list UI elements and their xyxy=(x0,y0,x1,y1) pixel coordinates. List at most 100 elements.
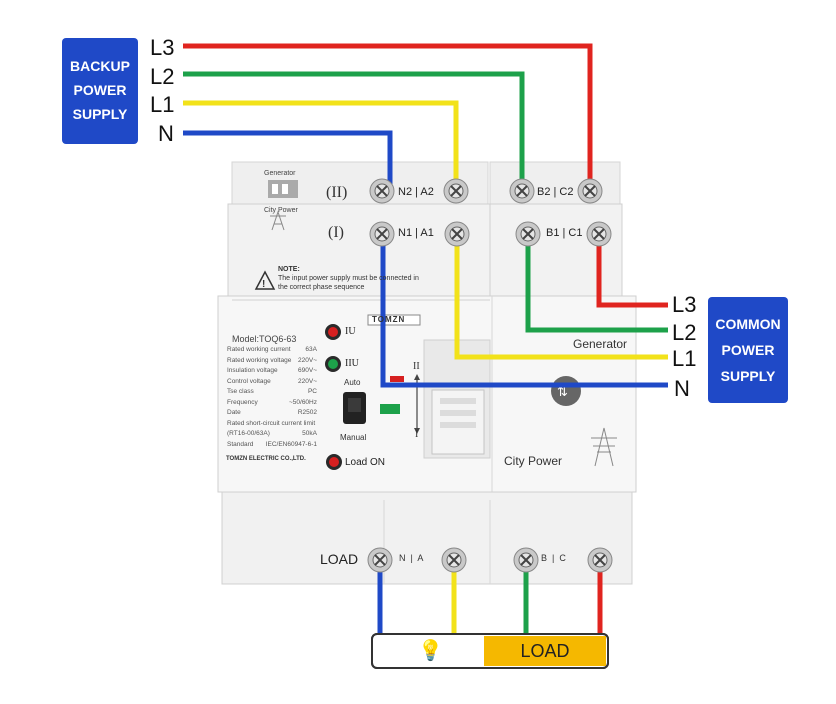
common-line-3: SUPPLY xyxy=(720,368,776,384)
left-label-n: N xyxy=(158,121,174,146)
spec-key: Frequency xyxy=(227,398,258,406)
mode-switch[interactable] xyxy=(343,392,366,424)
terminal-label-n1-a1: N1 | A1 xyxy=(398,227,434,239)
terminal-a1 xyxy=(444,221,470,247)
right-label-l3: L3 xyxy=(672,292,697,317)
spec-row: Control voltage 220V~ xyxy=(227,378,317,385)
auto-label: Auto xyxy=(344,378,361,387)
load-bar xyxy=(371,633,609,669)
wire-layer xyxy=(183,43,668,636)
brand-logo: TOMZN xyxy=(372,315,406,324)
terminal-b-out xyxy=(513,547,539,573)
wire-l3-backup xyxy=(183,43,593,190)
city-power-label: City Power xyxy=(504,454,563,468)
left-label-l1: L1 xyxy=(150,92,175,117)
switch-position-ii: II xyxy=(413,361,420,372)
spec-key: Standard xyxy=(227,440,254,448)
wire-l2-backup xyxy=(183,71,525,190)
terminal-n-out xyxy=(367,547,393,573)
spec-value: PC xyxy=(307,388,317,395)
right-label-n: N xyxy=(674,376,690,401)
spec-key: (RT16-00/63A) xyxy=(227,430,270,437)
roman-one-mark: (I) xyxy=(328,224,344,241)
terminal-label-n2-a2: N2 | A2 xyxy=(398,186,434,198)
spec-row: Tse class PC xyxy=(227,388,317,395)
wire-l1-backup xyxy=(183,100,459,190)
generator-tag: Generator xyxy=(264,170,296,177)
wire-l2-common xyxy=(525,234,668,333)
light-bulb-icon: 💡 xyxy=(418,640,443,662)
spec-row: Rated short-circuit current limit xyxy=(227,420,317,427)
indicator-iu-label: IU xyxy=(345,326,356,337)
terminal-n1 xyxy=(369,221,395,247)
spec-key: Insulation voltage xyxy=(227,367,278,374)
spec-value: 220V~ xyxy=(298,377,317,385)
right-label-l1: L1 xyxy=(672,346,697,371)
terminal-b1 xyxy=(515,221,541,247)
right-label-l2: L2 xyxy=(672,320,697,345)
transfer-handle[interactable] xyxy=(432,390,484,454)
model-label: Model:TOQ6-63 xyxy=(232,334,297,344)
generator-label: Generator xyxy=(573,337,628,351)
spec-row: Insulation voltage 690V~ xyxy=(227,367,317,374)
spec-value: IEC/EN60947-6-1 xyxy=(265,440,317,448)
left-label-l3: L3 xyxy=(150,35,175,60)
wire-n-common xyxy=(380,234,668,388)
spec-key: Date xyxy=(227,409,241,416)
terminal-c2 xyxy=(577,178,603,204)
spec-row: Frequency ~50/60Hz xyxy=(227,399,317,406)
common-line-2: POWER xyxy=(721,342,775,358)
spec-table: Rated working current 63A Rated working vo… xyxy=(227,346,317,456)
wire-n-backup xyxy=(183,130,393,190)
spec-row: Standard IEC/EN60947-6-1 xyxy=(227,441,317,448)
terminal-a-out xyxy=(441,547,467,573)
note-line-2: the correct phase sequence xyxy=(278,284,365,291)
left-label-l2: L2 xyxy=(150,64,175,89)
spec-key: Rated short-circuit current limit xyxy=(227,419,316,427)
spec-value: 50kA xyxy=(302,430,317,437)
common-power-supply-box: COMMON POWER SUPPLY xyxy=(708,297,788,403)
spec-value: 690V~ xyxy=(298,367,317,374)
common-line-1: COMMON xyxy=(715,316,781,332)
spec-row: (RT16-00/63A) 50kA xyxy=(227,430,317,437)
spec-key: Tse class xyxy=(227,388,254,395)
spec-row: Rated working current 63A xyxy=(227,346,317,353)
load-bar-label: LOAD xyxy=(520,641,570,661)
backup-line-2: POWER xyxy=(73,82,127,98)
terminal-label-b1-c1: B1 | C1 xyxy=(546,227,583,239)
roman-two-mark: (II) xyxy=(326,184,348,201)
terminal-c1 xyxy=(586,221,612,247)
spec-value: ~50/60Hz xyxy=(288,398,317,406)
bottom-load-label: LOAD xyxy=(320,551,359,567)
bottom-terminals-b-c: B | C xyxy=(541,553,566,563)
terminal-layer xyxy=(367,178,613,573)
svg-text:⇅: ⇅ xyxy=(557,384,568,399)
spec-row: Date R2502 xyxy=(227,409,317,416)
terminal-c-out xyxy=(587,547,613,573)
company-label: TOMZN ELECTRIC CO.,LTD. xyxy=(226,456,306,462)
note-line-1: The input power supply must be connected… xyxy=(278,275,419,282)
terminal-a2 xyxy=(443,178,469,204)
backup-line-1: BACKUP xyxy=(70,58,130,74)
backup-line-3: SUPPLY xyxy=(72,106,128,122)
backup-power-supply-box: BACKUP POWER SUPPLY xyxy=(62,38,138,144)
terminal-n2 xyxy=(369,178,395,204)
spec-value: R2502 xyxy=(297,409,317,416)
spec-value: 63A xyxy=(305,346,317,353)
manual-label: Manual xyxy=(340,433,367,442)
wire-l1-common xyxy=(454,234,668,360)
spec-key: Rated working current xyxy=(227,346,291,353)
spec-key: Control voltage xyxy=(227,377,271,385)
switch-position-i: I xyxy=(415,429,419,440)
svg-text:!: ! xyxy=(262,279,265,290)
city-power-tag: City Power xyxy=(264,207,298,214)
bottom-terminals-n-a: N | A xyxy=(399,553,424,563)
note-title: NOTE: xyxy=(278,266,300,273)
load-on-label: Load ON xyxy=(345,457,386,468)
spec-value: 220V~ xyxy=(298,356,317,364)
indicator-iiu-label: IIU xyxy=(345,358,359,369)
terminal-b2 xyxy=(509,178,535,204)
